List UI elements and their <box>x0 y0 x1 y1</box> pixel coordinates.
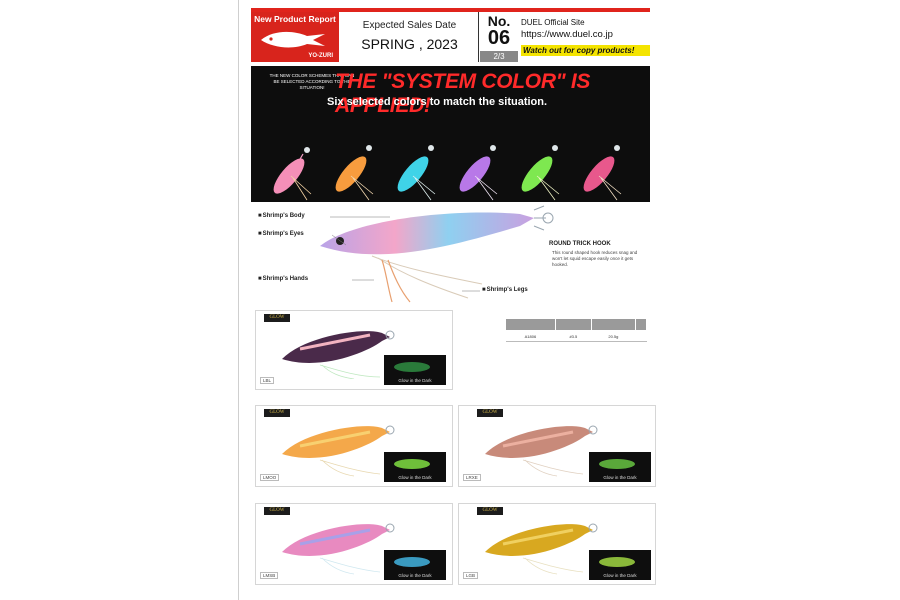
site-box: DUEL Official Site https://www.duel.co.j… <box>521 12 650 62</box>
product-card-4[interactable]: GLOW Glow in the Dark LMSB <box>255 503 453 585</box>
sales-date-label: Expected Sales Date <box>362 20 457 31</box>
callout-eyes: Shrimp's Eyes <box>258 231 304 237</box>
spec-cell: #3.5 <box>555 330 592 342</box>
glow-dark-preview: Glow in the Dark <box>384 550 446 580</box>
jig-pink-icon <box>282 523 395 575</box>
color-code: LGB <box>463 572 479 579</box>
site-url[interactable]: https://www.duel.co.jp <box>521 29 613 40</box>
jig-rose-gold-icon <box>485 425 598 477</box>
product-card-3[interactable]: GLOW Glow in the Dark LRXE <box>458 405 656 487</box>
glow-tag: GLOW <box>477 507 503 515</box>
glow-tag: GLOW <box>264 314 290 322</box>
callout-legs: Shrimp's Legs <box>482 287 528 293</box>
site-label: DUEL Official Site <box>521 18 585 27</box>
jig-orange-icon <box>335 145 374 201</box>
copy-warning: Watch out for copy products! <box>521 45 650 56</box>
report-number-box: No. 06 2/3 <box>480 12 518 62</box>
header-rule <box>251 8 650 12</box>
sales-date-box: Expected Sales Date SPRING , 2023 <box>341 12 479 62</box>
glow-jig-icon <box>394 459 430 469</box>
glow-jig-icon <box>394 362 430 372</box>
report-label: New Product Report <box>254 14 336 24</box>
spec-header-cell <box>590 318 636 331</box>
yozuri-logo-icon <box>261 31 325 48</box>
spec-header-cell <box>505 318 556 331</box>
brand-name: YO-ZURI <box>308 53 333 59</box>
jig-dark-purple-icon <box>282 330 395 379</box>
product-card-5[interactable]: GLOW Glow in the Dark LGB <box>458 503 656 585</box>
sales-date-value: SPRING , 2023 <box>361 36 458 52</box>
product-card-1[interactable]: GLOW Glow in the Dark LBL <box>255 310 453 390</box>
banner-subline: Six selected colors to match the situati… <box>327 96 548 108</box>
banner-intro: THE NEW COLOR SCHEMES THAT CAN BE SELECT… <box>269 73 355 90</box>
color-lineup-illustration <box>273 145 622 201</box>
callout-body: Shrimp's Body <box>258 213 305 219</box>
jig-orange-icon <box>282 425 395 477</box>
glow-dark-preview: Glow in the Dark <box>589 452 651 482</box>
hero-jig-body <box>320 212 534 255</box>
glow-jig-icon <box>599 459 635 469</box>
jig-cyan-icon <box>397 145 436 201</box>
hero-jig-hook <box>533 205 554 231</box>
glow-tag: GLOW <box>264 409 290 417</box>
spec-header-cell <box>554 318 592 331</box>
glow-jig-icon <box>599 557 635 567</box>
callout-hands: Shrimp's Hands <box>258 276 308 282</box>
spec-header-cell <box>634 318 648 331</box>
glow-caption: Glow in the Dark <box>398 573 432 578</box>
report-badge: New Product Report YO-ZURI <box>251 12 339 62</box>
glow-dark-preview: Glow in the Dark <box>589 550 651 580</box>
glow-tag: GLOW <box>264 507 290 515</box>
jig-gold-icon <box>485 523 598 575</box>
report-number: 06 <box>487 27 511 49</box>
glow-dark-preview: Glow in the Dark <box>384 355 446 385</box>
hero-jig-legs <box>371 255 483 299</box>
spec-table: A1806 #3.5 20.5g <box>505 318 648 342</box>
hook-note-body: This round shaped hook reduces snag and … <box>552 250 638 267</box>
color-code: LRXE <box>463 474 481 481</box>
glow-caption: Glow in the Dark <box>603 573 637 578</box>
spec-cell: A1806 <box>505 330 556 342</box>
spec-cell <box>635 330 647 342</box>
glow-caption: Glow in the Dark <box>398 378 432 383</box>
system-color-banner: THE NEW COLOR SCHEMES THAT CAN BE SELECT… <box>251 66 650 202</box>
color-code: LBL <box>260 377 275 384</box>
report-number-label: No. <box>487 13 511 29</box>
glow-caption: Glow in the Dark <box>603 475 637 480</box>
hero-jig-illustration <box>320 205 554 303</box>
page-indicator: 2/3 <box>480 51 518 62</box>
glow-caption: Glow in the Dark <box>398 475 432 480</box>
color-code: LMSB <box>260 572 279 579</box>
spec-cell: 20.5g <box>591 330 636 342</box>
jig-magenta-icon <box>583 145 622 201</box>
jig-purple-icon <box>459 145 498 201</box>
hook-note-title: ROUND TRICK HOOK <box>549 241 611 247</box>
product-card-2[interactable]: GLOW Glow in the Dark LMOO <box>255 405 453 487</box>
glow-tag: GLOW <box>477 409 503 417</box>
glow-jig-icon <box>394 557 430 567</box>
jig-green-icon <box>521 145 560 201</box>
glow-dark-preview: Glow in the Dark <box>384 452 446 482</box>
hero-jig-hands <box>381 259 411 303</box>
callout-leader-lines <box>330 216 480 292</box>
jig-pink-icon <box>273 147 312 201</box>
banner-headline: THE "SYSTEM COLOR" IS APPLIED! <box>335 70 591 117</box>
color-code: LMOO <box>260 474 280 481</box>
